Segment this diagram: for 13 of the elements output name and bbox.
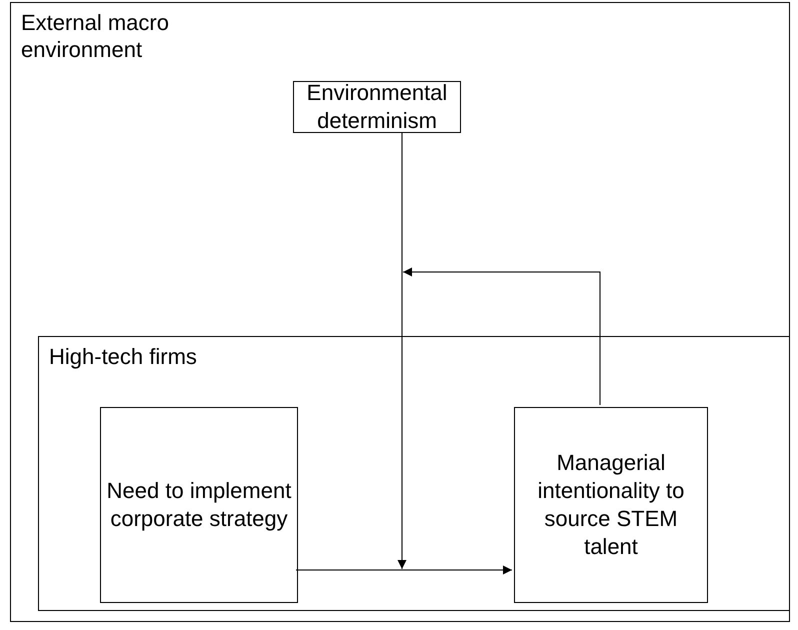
outer-box — [10, 2, 790, 622]
arrow — [402, 268, 600, 406]
group-box — [38, 336, 790, 611]
process-box — [514, 407, 708, 603]
box-heading: External macro environment — [21, 9, 170, 63]
box-label: Environmental determinism — [306, 79, 448, 135]
process-box — [293, 81, 461, 133]
box-label: Need to implement corporate strategy — [106, 477, 292, 533]
arrow — [398, 132, 406, 570]
box-label: Managerial intentionality to source STEM talent — [536, 449, 686, 561]
box-heading: High-tech firms — [49, 343, 198, 370]
arrow — [296, 566, 512, 574]
process-box — [100, 407, 298, 603]
